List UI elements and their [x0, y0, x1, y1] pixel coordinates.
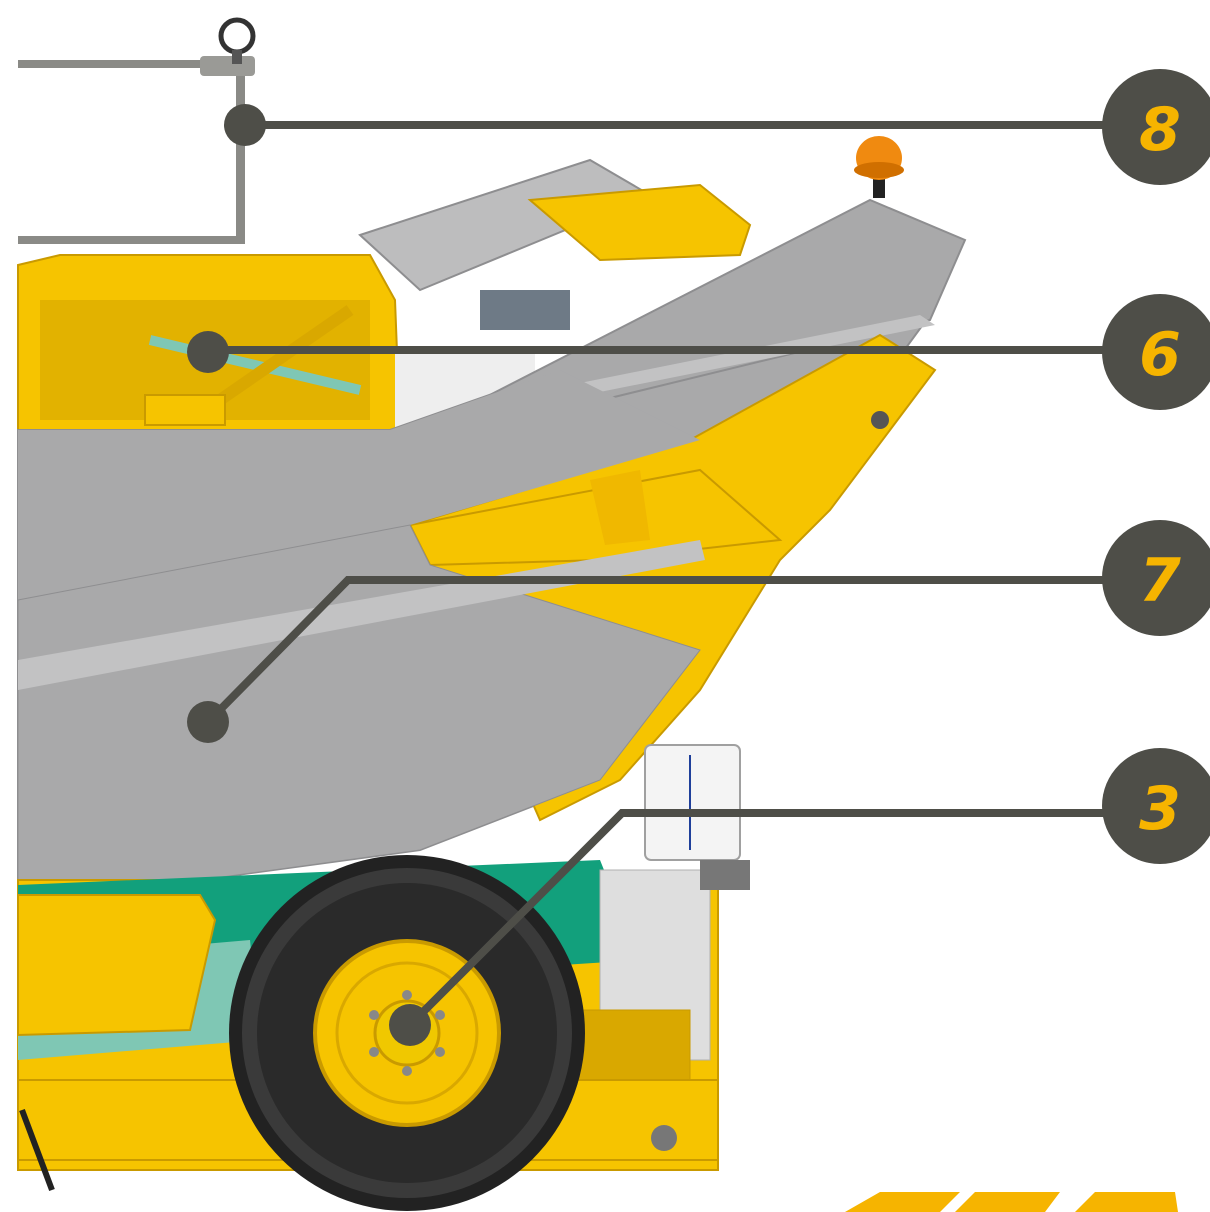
- water-can: [644, 744, 750, 890]
- warning-beacon: [854, 136, 904, 198]
- callout-line-3: [406, 809, 1114, 1029]
- callout-badge-3[interactable]: 3: [1102, 748, 1210, 864]
- callout-lines: [204, 121, 1114, 1029]
- callout-badge-6[interactable]: 6: [1102, 294, 1210, 410]
- brand-stripes: [845, 1192, 1178, 1212]
- callout-badge-8[interactable]: 8: [1102, 69, 1210, 185]
- callout-dots: [187, 104, 431, 1046]
- callout-number-8: 8: [1139, 95, 1181, 165]
- upper-conveyor-arm: [358, 158, 752, 330]
- callout-number-3: 3: [1139, 774, 1181, 844]
- callout-badges: 8 6 7 3: [1102, 69, 1210, 864]
- callout-dot-3: [389, 1004, 431, 1046]
- conveyor-body: [17, 254, 535, 431]
- callout-dot-8: [224, 104, 266, 146]
- callout-number-7: 7: [1139, 546, 1181, 616]
- callout-number-6: 6: [1139, 320, 1181, 390]
- callout-dot-7: [187, 701, 229, 743]
- frame-mast: [18, 17, 256, 244]
- callout-badge-7[interactable]: 7: [1102, 520, 1210, 636]
- callout-dot-6: [187, 331, 229, 373]
- callout-line-7: [204, 576, 1114, 726]
